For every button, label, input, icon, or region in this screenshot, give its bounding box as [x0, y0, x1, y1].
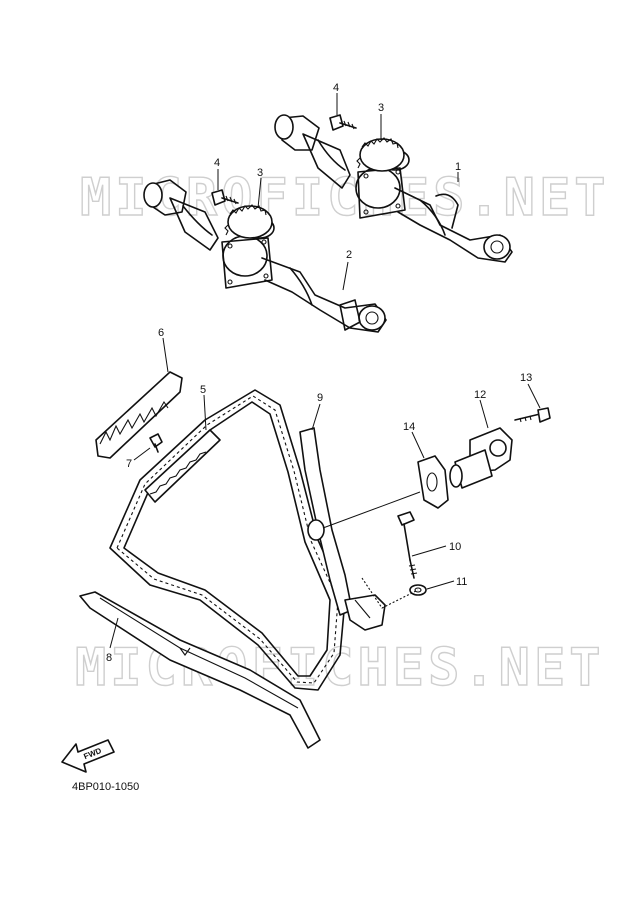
callout-6: 6: [158, 327, 164, 339]
tensioner-guide: [299, 427, 421, 631]
guide-bolt: [397, 511, 418, 579]
callout-12: 12: [474, 389, 486, 401]
callout-4-lower: 4: [214, 157, 220, 169]
chain-guide-upper: [95, 371, 183, 459]
callout-3-lower: 3: [257, 167, 263, 179]
cam-sprocket-lower: [224, 204, 273, 239]
callout-3-upper: 3: [378, 102, 384, 114]
watermark-top: MICROFICHES.NET: [80, 168, 610, 228]
callout-14: 14: [403, 421, 415, 433]
callout-2: 2: [346, 249, 352, 261]
callout-4-upper: 4: [333, 82, 339, 94]
diagram-code: 4BP010-1050: [72, 781, 139, 793]
callout-10: 10: [449, 541, 461, 553]
callout-13: 13: [520, 372, 532, 384]
callout-7: 7: [126, 458, 132, 470]
callout-8: 8: [106, 652, 112, 664]
cam-sprocket-upper: [356, 137, 405, 172]
callout-11: 11: [456, 576, 467, 588]
screw: [149, 433, 163, 453]
callout-5: 5: [200, 384, 206, 396]
gasket: [417, 455, 449, 509]
bolt-upper: [329, 114, 357, 131]
chain-guide-lower: [79, 591, 321, 749]
bolt-lower: [211, 189, 239, 206]
tensioner-bolt: [514, 407, 551, 423]
tensioner-assembly: [449, 427, 513, 489]
fwd-arrow-icon: FWD: [61, 739, 115, 773]
callout-9: 9: [317, 392, 323, 404]
callout-1: 1: [455, 161, 461, 173]
